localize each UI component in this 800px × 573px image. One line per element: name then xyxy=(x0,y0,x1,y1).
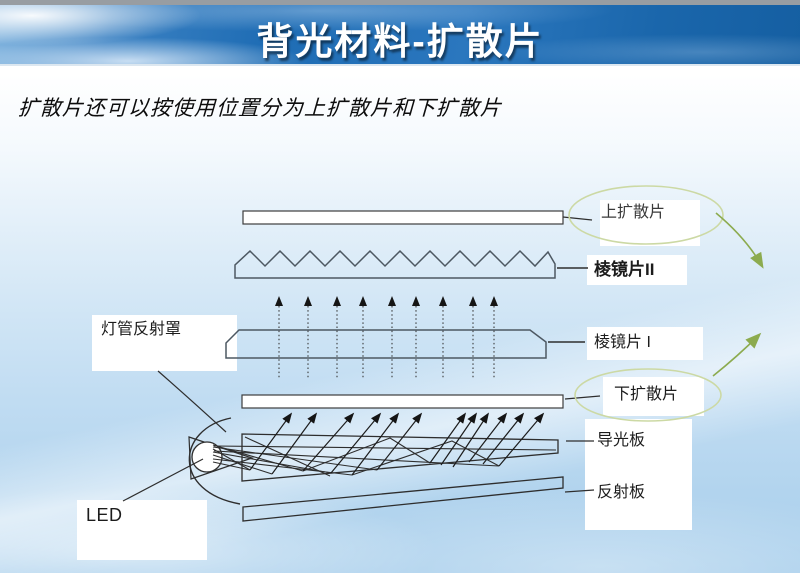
label-box-led xyxy=(77,500,207,560)
light-ray-lines xyxy=(212,436,557,477)
label-lamp-reflector: 灯管反射罩 xyxy=(101,321,182,338)
page-title: 背光材料-扩散片 xyxy=(256,21,544,62)
led-pointer-line xyxy=(122,458,204,502)
light-guide-plate-shape xyxy=(241,433,594,482)
label-box-prism-1 xyxy=(587,327,703,360)
green-arrow-lower-diffuser-icon xyxy=(712,332,762,377)
prism-sheet-1-shape xyxy=(225,329,585,359)
label-upper-diffuser: 上扩散片 xyxy=(601,204,666,221)
label-led: LED xyxy=(86,505,123,525)
lower-diffuser-callout-ellipse xyxy=(574,368,722,422)
label-box-lamp-reflector xyxy=(92,315,237,371)
reflector-plate-shape xyxy=(242,476,595,522)
label-lower-diffuser: 下扩散片 xyxy=(614,386,679,403)
upper-diffuser-shape xyxy=(242,210,593,225)
label-light-guide-plate: 导光板 xyxy=(597,432,646,449)
lamp-reflector-pointer-line xyxy=(157,370,227,433)
label-box-lower-diffuser xyxy=(603,377,704,416)
label-prism-sheet-2: 棱镜片II xyxy=(594,260,655,279)
label-reflector-plate: 反射板 xyxy=(597,484,646,501)
prism-sheet-2-shape xyxy=(234,249,588,279)
label-box-upper-diffuser xyxy=(600,200,700,246)
label-box-light-guide-and-reflector xyxy=(585,419,692,530)
dotted-light-arrows xyxy=(275,296,498,378)
upper-diffuser-callout-ellipse xyxy=(568,185,724,245)
label-box-prism-2 xyxy=(587,255,687,285)
green-arrow-upper-diffuser-icon xyxy=(715,212,764,269)
lower-diffuser-shape xyxy=(241,394,601,409)
header-banner: 背光材料-扩散片 xyxy=(0,0,800,66)
label-prism-sheet-1: 棱镜片 I xyxy=(594,334,651,351)
exit-light-arrows xyxy=(249,412,545,476)
